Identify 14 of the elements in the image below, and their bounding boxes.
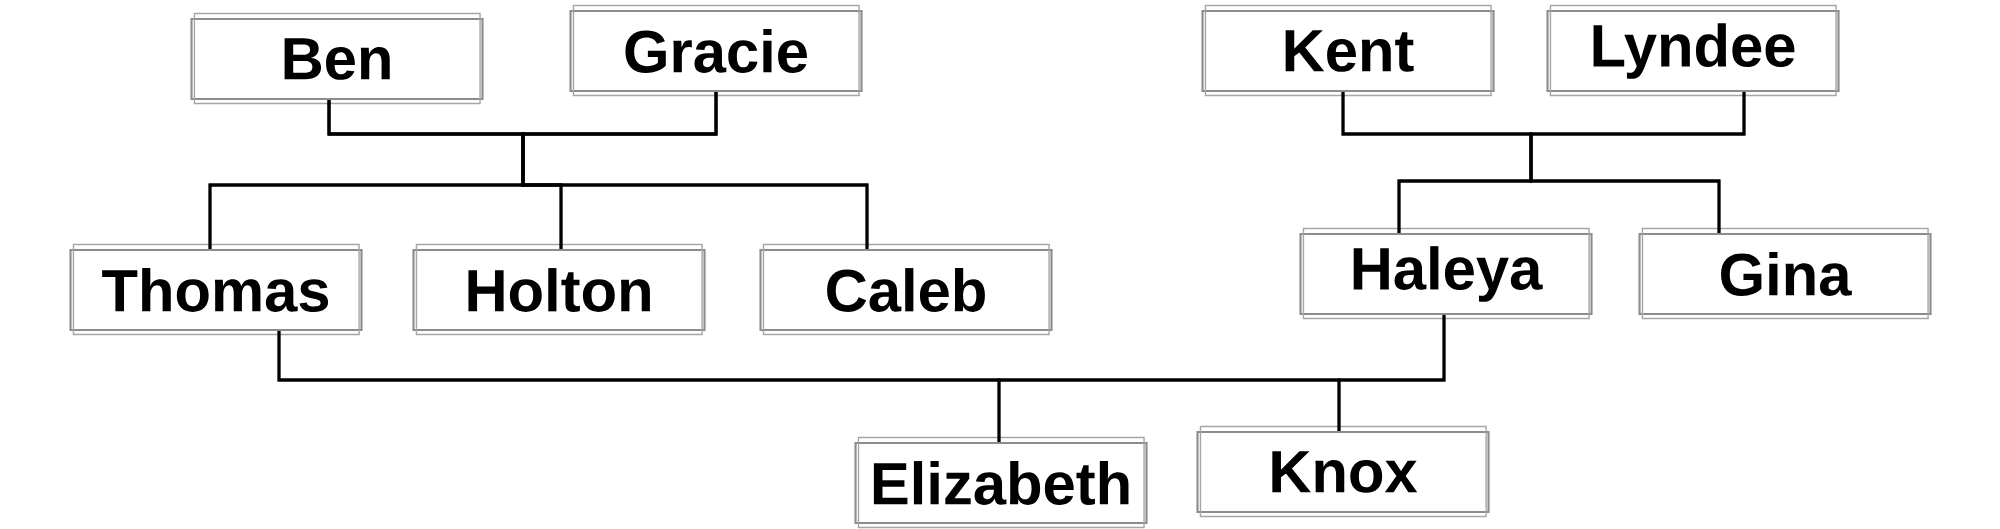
name-box: Holton [412,243,706,336]
connector-line [1337,315,1446,431]
name-box: Lyndee [1546,4,1840,97]
name-box: Thomas [69,243,363,336]
name-box: Knox [1196,425,1490,518]
name-box: Elizabeth [854,436,1148,529]
name-box: Ben [190,12,484,105]
name-box: Caleb [759,243,1053,336]
connector-line [521,92,869,249]
name-box: Haleya [1299,227,1593,320]
name-box: Gracie [569,4,863,97]
name-box: Kent [1201,4,1495,97]
connector-line [1529,92,1746,233]
name-box: Gina [1638,227,1932,320]
